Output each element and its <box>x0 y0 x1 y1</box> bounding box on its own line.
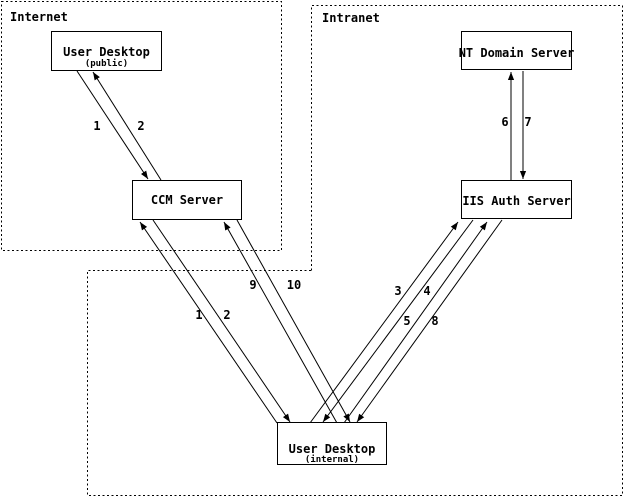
node-subtitle-user-desktop-internal: (internal) <box>305 454 359 465</box>
edge-label-8-iis-internal: 8 <box>431 314 438 328</box>
edge-label-10-ccm-internal: 10 <box>287 278 301 292</box>
node-box-ccm-server <box>132 180 242 220</box>
edge-label-5-internal-iis: 5 <box>403 314 410 328</box>
edge-line-8-iis-to-internal <box>356 219 503 423</box>
internet-zone-label: Internet <box>10 10 68 24</box>
edge-line-1-internal-to-ccm <box>139 221 278 424</box>
edge-label-1-internal-ccm: 1 <box>195 308 202 322</box>
edge-label-7-ntdomain-iis: 7 <box>524 115 531 129</box>
edge-line-3-internal-to-iis <box>309 221 459 424</box>
edge-group-internal-ccm-910: 9 10 <box>223 219 351 424</box>
node-box-iis-auth-server <box>461 180 572 219</box>
node-title-nt-domain-server: NT Domain Server <box>459 46 575 60</box>
node-user-desktop-internal: User Desktop (internal) <box>277 422 387 465</box>
node-title-user-desktop-public: User Desktop <box>63 45 150 59</box>
edge-line-4-iis-to-internal <box>322 219 474 423</box>
node-iis-auth-server: IIS Auth Server <box>461 180 572 219</box>
edge-group-iis-ntdomain: 6 7 <box>501 71 532 180</box>
edge-label-1-public-ccm: 1 <box>93 119 100 133</box>
edge-line-2-ccm-to-public <box>92 71 162 181</box>
edge-group-internal-ccm-12: 1 2 <box>139 219 291 424</box>
node-box-nt-domain-server <box>461 31 572 70</box>
edge-label-4-iis-internal: 4 <box>423 284 430 298</box>
edge-group-internal-iis-34: 3 4 <box>309 219 474 424</box>
intranet-zone-label: Intranet <box>322 11 380 25</box>
node-title-user-desktop-internal: User Desktop <box>289 442 376 456</box>
node-title-ccm-server: CCM Server <box>151 193 223 207</box>
node-title-iis-auth-server: IIS Auth Server <box>462 194 570 208</box>
edge-label-2-ccm-internal: 2 <box>223 308 230 322</box>
edge-line-10-ccm-to-internal <box>236 219 351 423</box>
edge-group-internal-iis-58: 5 8 <box>343 219 503 424</box>
node-nt-domain-server: NT Domain Server <box>459 31 575 70</box>
edge-label-9-internal-ccm: 9 <box>249 278 256 292</box>
edge-line-2-ccm-to-internal <box>152 219 291 423</box>
edge-label-3-internal-iis: 3 <box>394 284 401 298</box>
edge-label-2-ccm-public: 2 <box>137 119 144 133</box>
node-user-desktop-public: User Desktop (public) <box>51 31 162 71</box>
edge-group-public-ccm: 1 2 <box>76 70 162 181</box>
edge-line-5-internal-to-iis <box>343 221 488 424</box>
internet-zone-outline <box>1 1 282 251</box>
node-subtitle-user-desktop-public: (public) <box>85 58 128 69</box>
edge-line-9-internal-to-ccm <box>223 221 338 424</box>
edge-line-1-public-to-ccm <box>76 70 149 180</box>
edge-label-6-iis-ntdomain: 6 <box>501 115 508 129</box>
node-box-user-desktop-public <box>51 31 162 71</box>
node-ccm-server: CCM Server <box>132 180 242 220</box>
node-box-user-desktop-internal <box>277 422 387 465</box>
